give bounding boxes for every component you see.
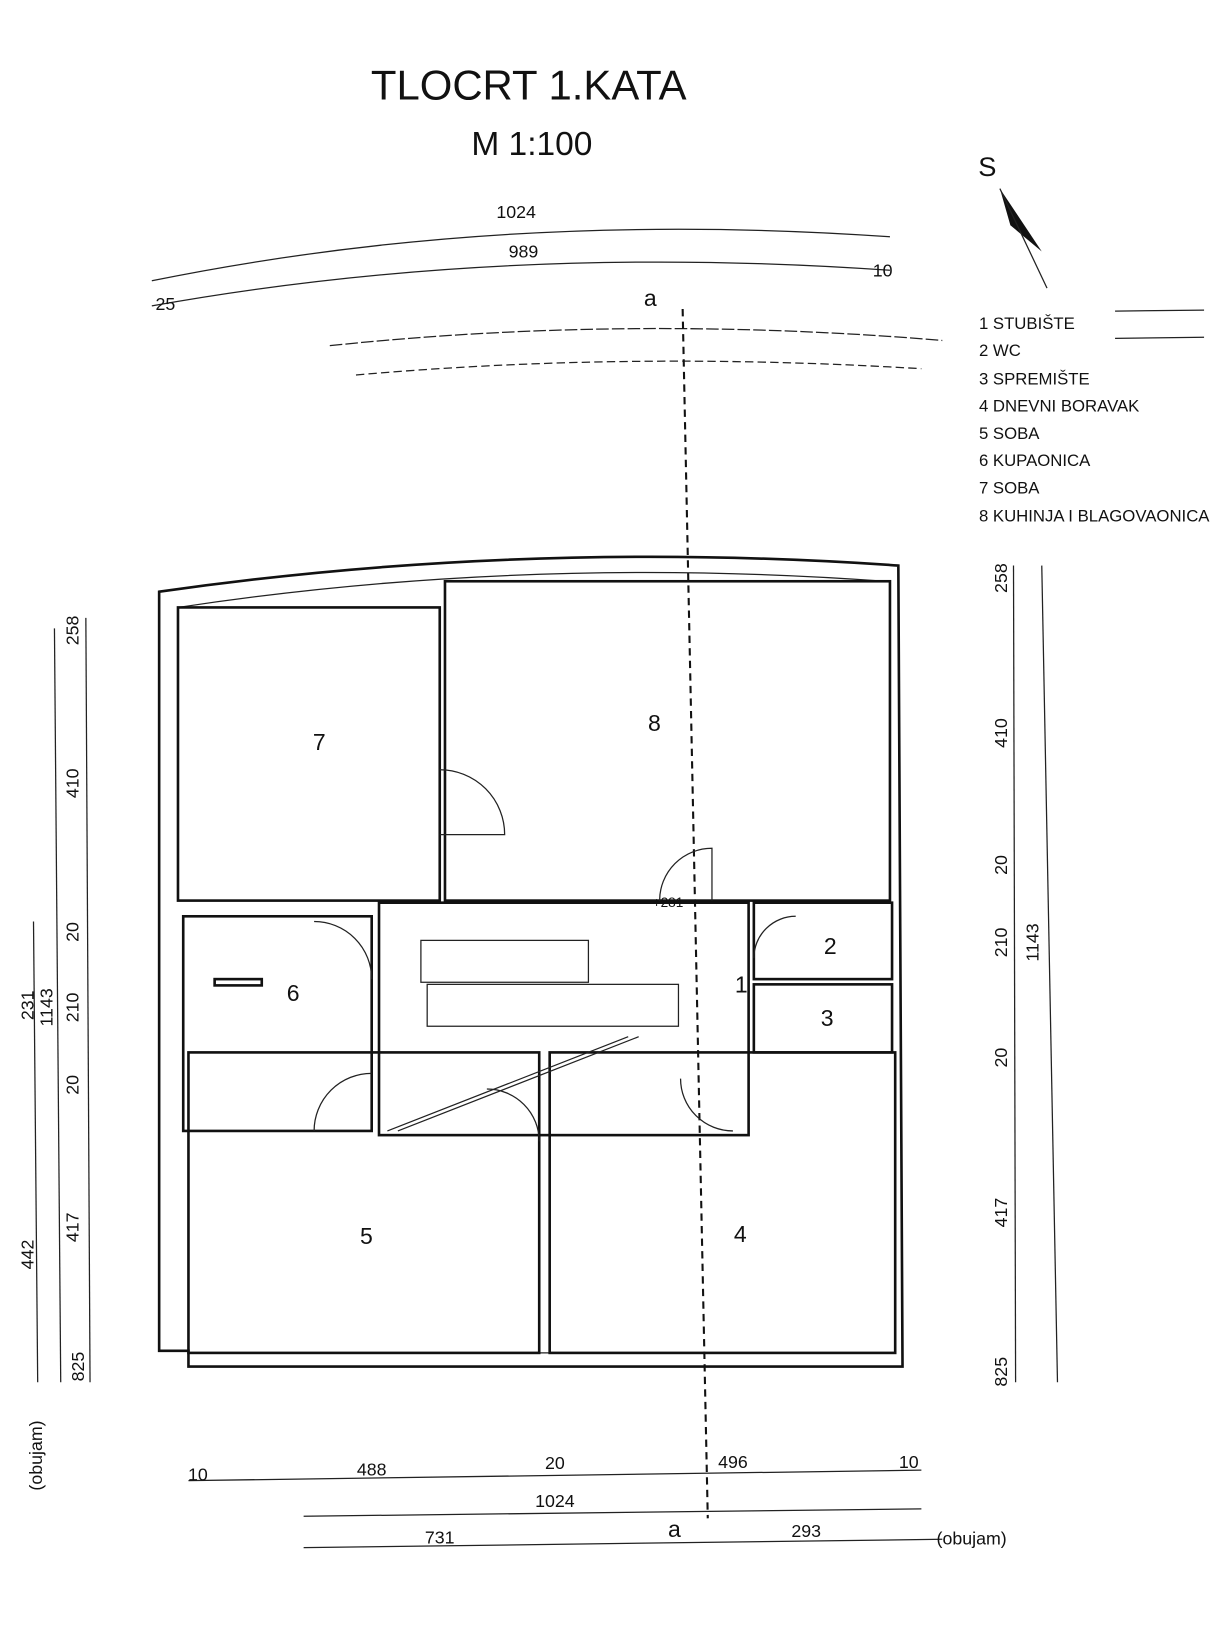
dim-line-left-outer xyxy=(32,921,39,1383)
dim-top-total: 1024 xyxy=(496,202,536,222)
svg-text:417: 417 xyxy=(991,1198,1011,1228)
dim-top-left: 25 xyxy=(156,294,176,314)
svg-text:20: 20 xyxy=(991,855,1011,875)
dim-line-left xyxy=(85,617,91,1383)
room-label-2: 2 xyxy=(824,933,837,959)
roof-line xyxy=(355,360,922,376)
room-label-1: 1 xyxy=(735,972,748,998)
legend-item: 1 STUBIŠTE xyxy=(979,314,1075,333)
dims-right: 258 410 20 210 20 417 825 1143 xyxy=(991,563,1042,1386)
legend-item: 6 KUPAONICA xyxy=(979,451,1091,470)
dim-top-inner: 989 xyxy=(509,242,539,262)
room-label-4: 4 xyxy=(734,1221,747,1247)
room-label-6: 6 xyxy=(287,980,300,1006)
svg-text:(obujam): (obujam) xyxy=(26,1420,46,1490)
svg-text:258: 258 xyxy=(991,563,1011,593)
svg-text:293: 293 xyxy=(791,1521,821,1541)
elevation-mark: +281 xyxy=(653,895,684,910)
legend-item: 3 SPREMIŠTE xyxy=(979,369,1090,388)
svg-text:410: 410 xyxy=(63,768,83,798)
svg-text:731: 731 xyxy=(425,1527,455,1547)
svg-text:20: 20 xyxy=(991,1048,1011,1068)
room-label-3: 3 xyxy=(821,1005,834,1031)
svg-text:(obujam): (obujam) xyxy=(937,1529,1007,1549)
section-label-top: a xyxy=(644,285,657,311)
section-label-bottom: a xyxy=(668,1516,681,1542)
svg-text:10: 10 xyxy=(899,1452,919,1472)
svg-text:258: 258 xyxy=(63,616,83,646)
dim-line-bottom-outer xyxy=(303,1538,943,1549)
svg-text:20: 20 xyxy=(63,1075,83,1095)
legend-item: 8 KUHINJA I BLAGOVAONICA xyxy=(979,507,1210,526)
svg-text:496: 496 xyxy=(718,1452,748,1472)
north-arrow-icon: S xyxy=(978,151,1048,289)
dim-top-right: 10 xyxy=(873,261,893,281)
room-label-7: 7 xyxy=(313,729,326,755)
svg-text:S: S xyxy=(978,151,996,182)
dim-line-left-total xyxy=(53,628,62,1383)
dim-line-top-inner xyxy=(151,261,891,307)
legend-item: 7 SOBA xyxy=(979,478,1040,497)
svg-text:410: 410 xyxy=(991,718,1011,748)
section-line xyxy=(681,309,709,1519)
svg-text:417: 417 xyxy=(63,1212,83,1242)
roof-line xyxy=(329,327,943,347)
dim-line-right-total xyxy=(1041,565,1059,1383)
svg-text:1143: 1143 xyxy=(1023,923,1043,961)
room-label-8: 8 xyxy=(648,710,661,736)
svg-text:488: 488 xyxy=(357,1459,387,1479)
plan-title: TLOCRT 1.KATA xyxy=(371,62,687,109)
plan-scale: M 1:100 xyxy=(471,126,592,163)
building-walls xyxy=(157,555,904,1368)
legend-item: 5 SOBA xyxy=(979,424,1040,443)
legend-item: 2 WC xyxy=(979,341,1021,360)
svg-text:20: 20 xyxy=(63,922,83,942)
dim-line-right xyxy=(1012,565,1017,1383)
svg-text:1143: 1143 xyxy=(36,988,56,1026)
dims-bottom: 10 488 20 496 10 1024 731 293 (obujam) xyxy=(188,1452,1007,1548)
dim-line-bottom xyxy=(188,1469,922,1482)
room-label-5: 5 xyxy=(360,1223,373,1249)
legend-item: 4 DNEVNI BORAVAK xyxy=(979,397,1139,416)
dims-left: 258 410 20 210 20 417 825 1143 231 442 (… xyxy=(18,616,88,1491)
svg-text:20: 20 xyxy=(545,1453,565,1473)
dim-line-top-total xyxy=(151,228,891,282)
svg-text:210: 210 xyxy=(991,928,1011,958)
svg-text:442: 442 xyxy=(18,1240,38,1270)
svg-text:1024: 1024 xyxy=(535,1491,575,1511)
dim-line-bottom-total xyxy=(303,1508,922,1517)
svg-text:231: 231 xyxy=(18,990,38,1020)
svg-text:10: 10 xyxy=(188,1465,208,1485)
svg-text:825: 825 xyxy=(991,1357,1011,1387)
svg-text:825: 825 xyxy=(68,1352,88,1382)
svg-text:210: 210 xyxy=(63,992,83,1022)
room-legend: 1 STUBIŠTE 2 WC 3 SPREMIŠTE 4 DNEVNI BOR… xyxy=(979,309,1210,526)
